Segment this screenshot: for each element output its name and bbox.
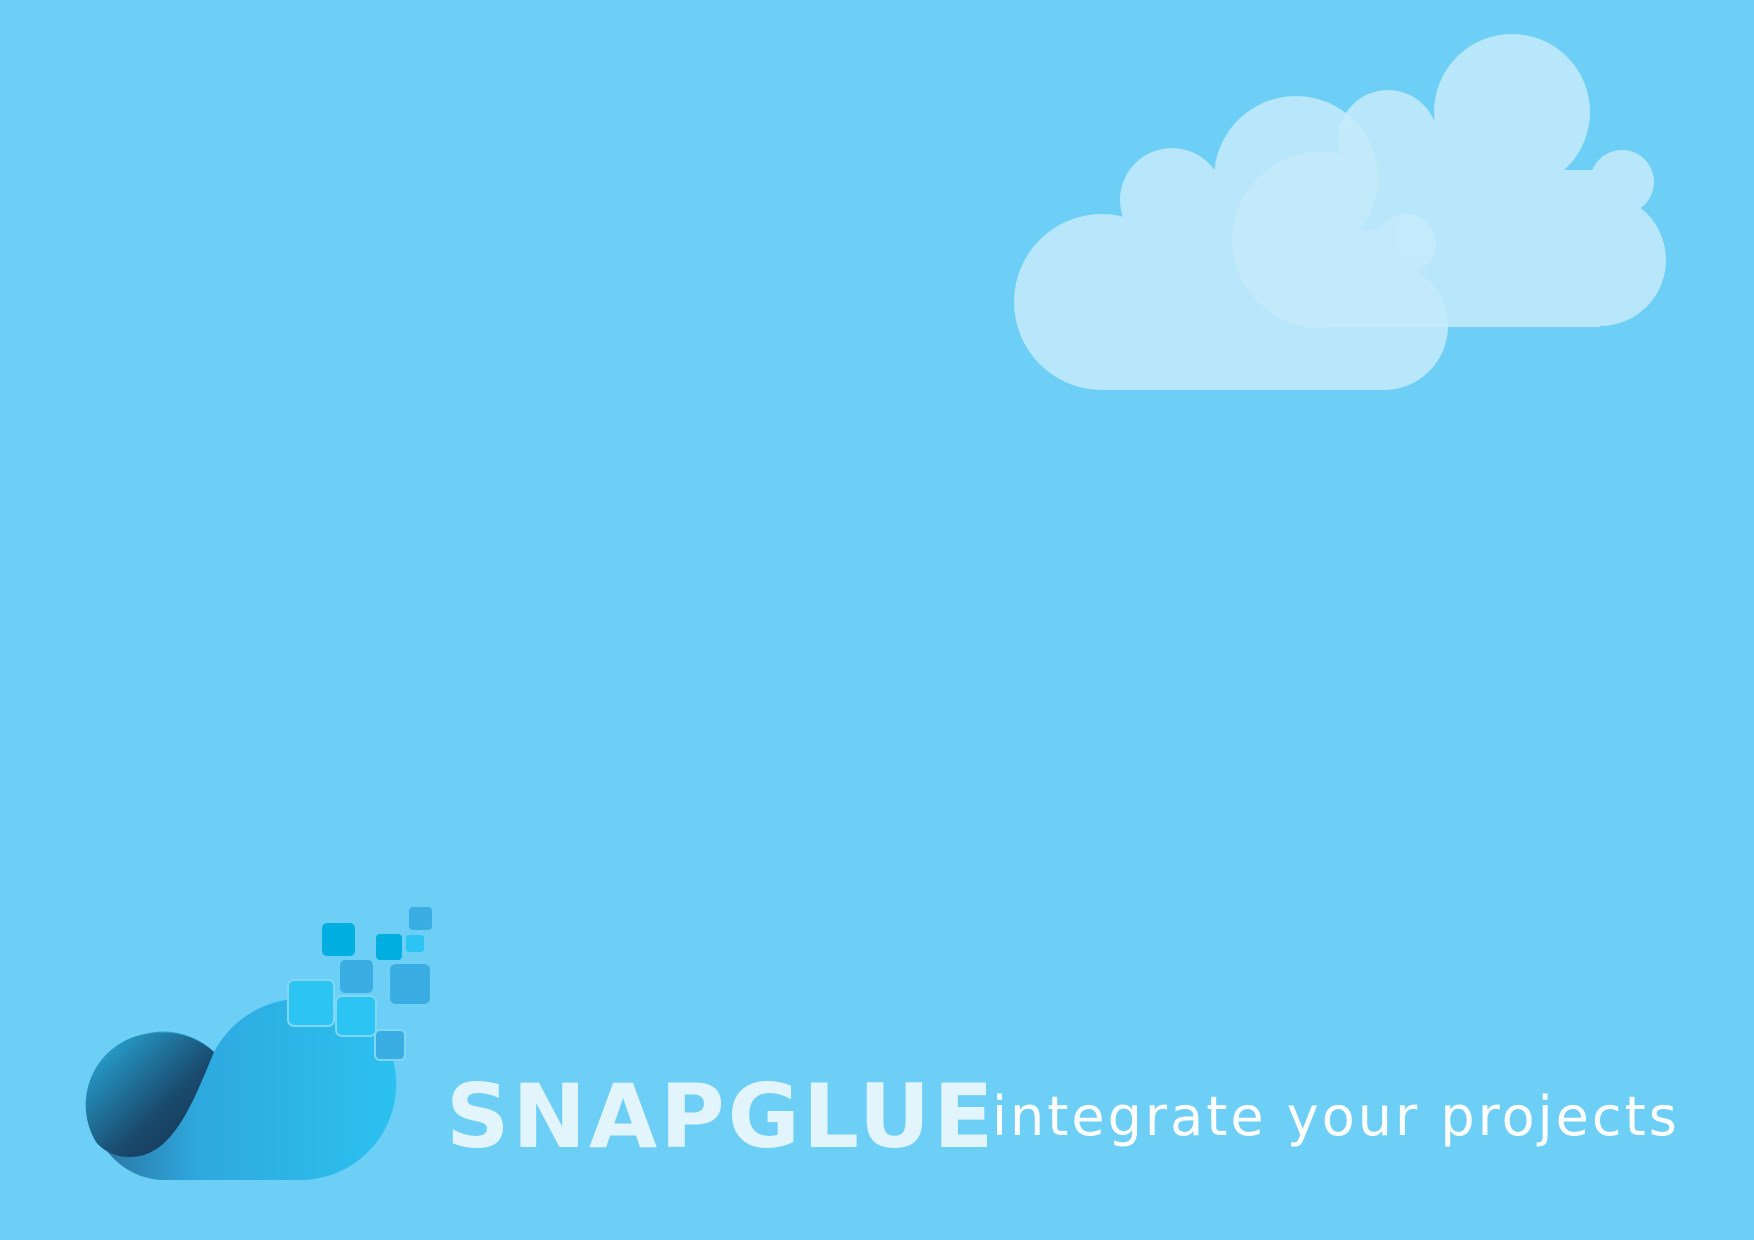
brand-tagline: integrate your projects [992, 1085, 1680, 1148]
cloud-front [1014, 96, 1448, 390]
brand-name: SNAPGLUE [446, 1065, 997, 1168]
